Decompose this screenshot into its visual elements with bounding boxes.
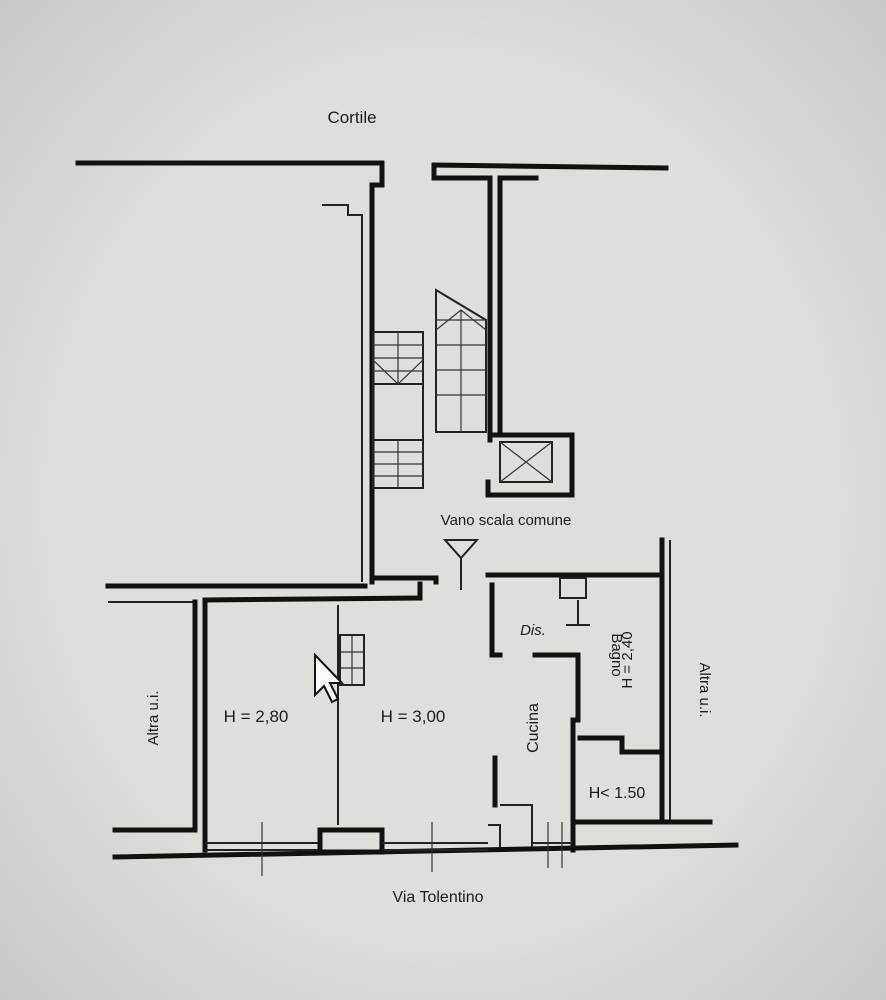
room-main-height-label: H = 3,00 [381,707,446,726]
storage-height-label: H< 1.50 [589,785,646,802]
pointer-arrow-icon [314,652,345,704]
other-unit-right-label: Altra u.i. [696,662,713,717]
kitchen-label: Cucina [525,703,542,753]
courtyard-walls [75,160,669,585]
bathroom-height-label: H = 2,40 [619,631,636,688]
room-left-height-label: H = 2,80 [224,707,289,726]
stair-flight-left [372,331,424,489]
street-facade [112,819,739,876]
lift-shaft [485,432,575,498]
hallway-label: Dis. [520,622,546,639]
street-label: Via Tolentino [392,889,483,906]
courtyard-label: Cortile [327,108,376,127]
entrance [369,539,480,590]
other-unit-left-label: Altra u.i. [145,690,162,745]
bathroom-label: Bagno [608,633,625,676]
apartment-walls [105,537,671,853]
stairwell-label: Vano scala comune [441,512,572,529]
window-grid-symbol [339,634,365,686]
stair-flight-right [435,288,487,433]
